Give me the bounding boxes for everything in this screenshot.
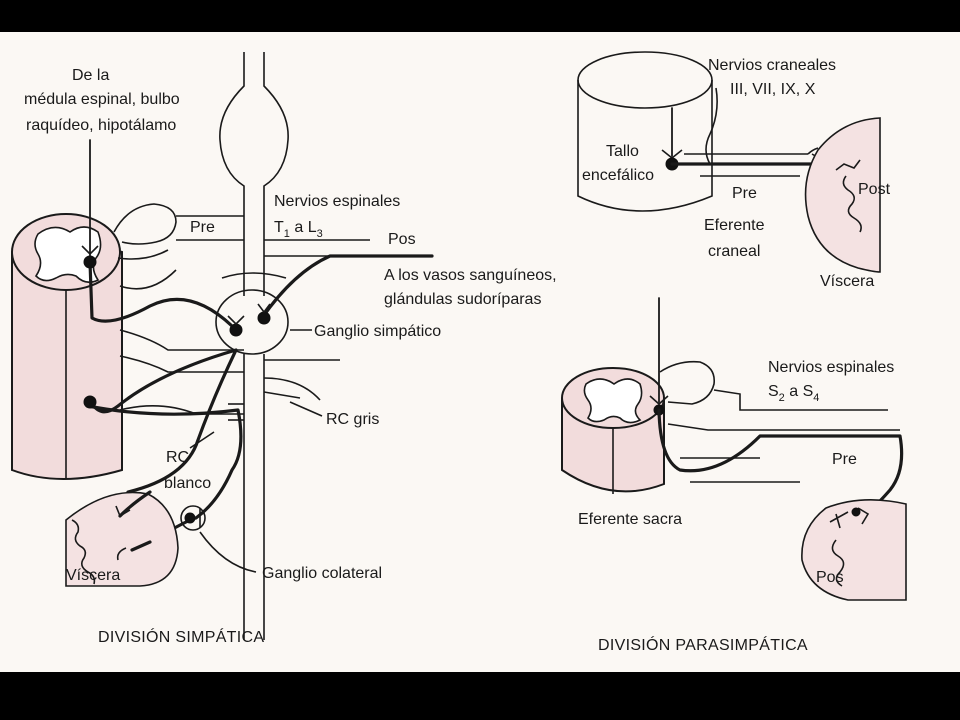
symp-rc-blanco-line1: RC [166, 449, 189, 466]
sacral-viscera [801, 499, 907, 601]
symp-pre-label: Pre [190, 219, 215, 236]
symp-collateral-label: Ganglio colateral [262, 565, 382, 582]
para-sacral-label: Eferente sacra [578, 511, 682, 528]
sacral-fibers [649, 297, 904, 516]
para-brainstem-line1: Tallo [606, 143, 639, 160]
para-efferent-cranial-line1: Eferente [704, 217, 765, 234]
symp-rc-blanco-line2: blanco [164, 475, 211, 492]
para-viscera: Víscera [820, 273, 874, 290]
symp-ganglion-label: Ganglio simpático [314, 323, 441, 340]
para-efferent-cranial-line2: craneal [708, 243, 760, 260]
sympathetic-chain [215, 52, 430, 640]
para-post: Post [858, 181, 891, 198]
brainstem [577, 51, 713, 212]
dorsal-root [113, 203, 244, 415]
symp-spinal-nerves-line2: T1 a L3 [274, 219, 323, 240]
cranial-viscera [804, 117, 881, 273]
para-spinal-line2: S2 a S4 [768, 383, 819, 404]
para-pre-bottom: Pre [832, 451, 857, 468]
symp-vessels-line1: A los vasos sanguíneos, [384, 267, 557, 284]
sympathetic-division: De la médula espinal, bulbo raquídeo, hi… [11, 52, 557, 646]
para-title: DIVISIÓN PARASIMPÁTICA [598, 635, 808, 654]
symp-source-line3: raquídeo, hipotálamo [26, 117, 176, 134]
para-pos: Pos [816, 569, 844, 586]
symp-spinal-nerves-line1: Nervios espinales [274, 193, 400, 210]
sympathetic-viscera [65, 490, 179, 587]
preganglionic-soma [83, 255, 97, 269]
spinal-cord-column [11, 213, 123, 480]
sacral-cord [561, 360, 900, 494]
cranial-nerve-fibers [670, 87, 831, 177]
symp-source-line1: De la [72, 67, 109, 84]
symp-title: DIVISIÓN SIMPÁTICA [98, 627, 264, 646]
symp-rc-gris-label: RC gris [326, 411, 379, 428]
para-spinal-line1: Nervios espinales [768, 359, 894, 376]
symp-viscera-label: Víscera [66, 567, 120, 584]
parasympathetic-division: Nervios craneales III, VII, IX, X Tallo … [561, 51, 907, 654]
ganglion-neuron [229, 323, 243, 337]
para-pre-top: Pre [732, 185, 757, 202]
symp-vessels-line2: glándulas sudoríparas [384, 291, 541, 308]
para-cranial-line2: III, VII, IX, X [730, 81, 816, 98]
para-brainstem-line2: encefálico [582, 167, 654, 184]
collateral-ganglion-neuron [184, 512, 196, 524]
sympathetic-neurons [81, 245, 271, 531]
para-cranial-line1: Nervios craneales [708, 57, 836, 74]
symp-pos-label: Pos [388, 231, 416, 248]
symp-source-line2: médula espinal, bulbo [24, 91, 180, 108]
